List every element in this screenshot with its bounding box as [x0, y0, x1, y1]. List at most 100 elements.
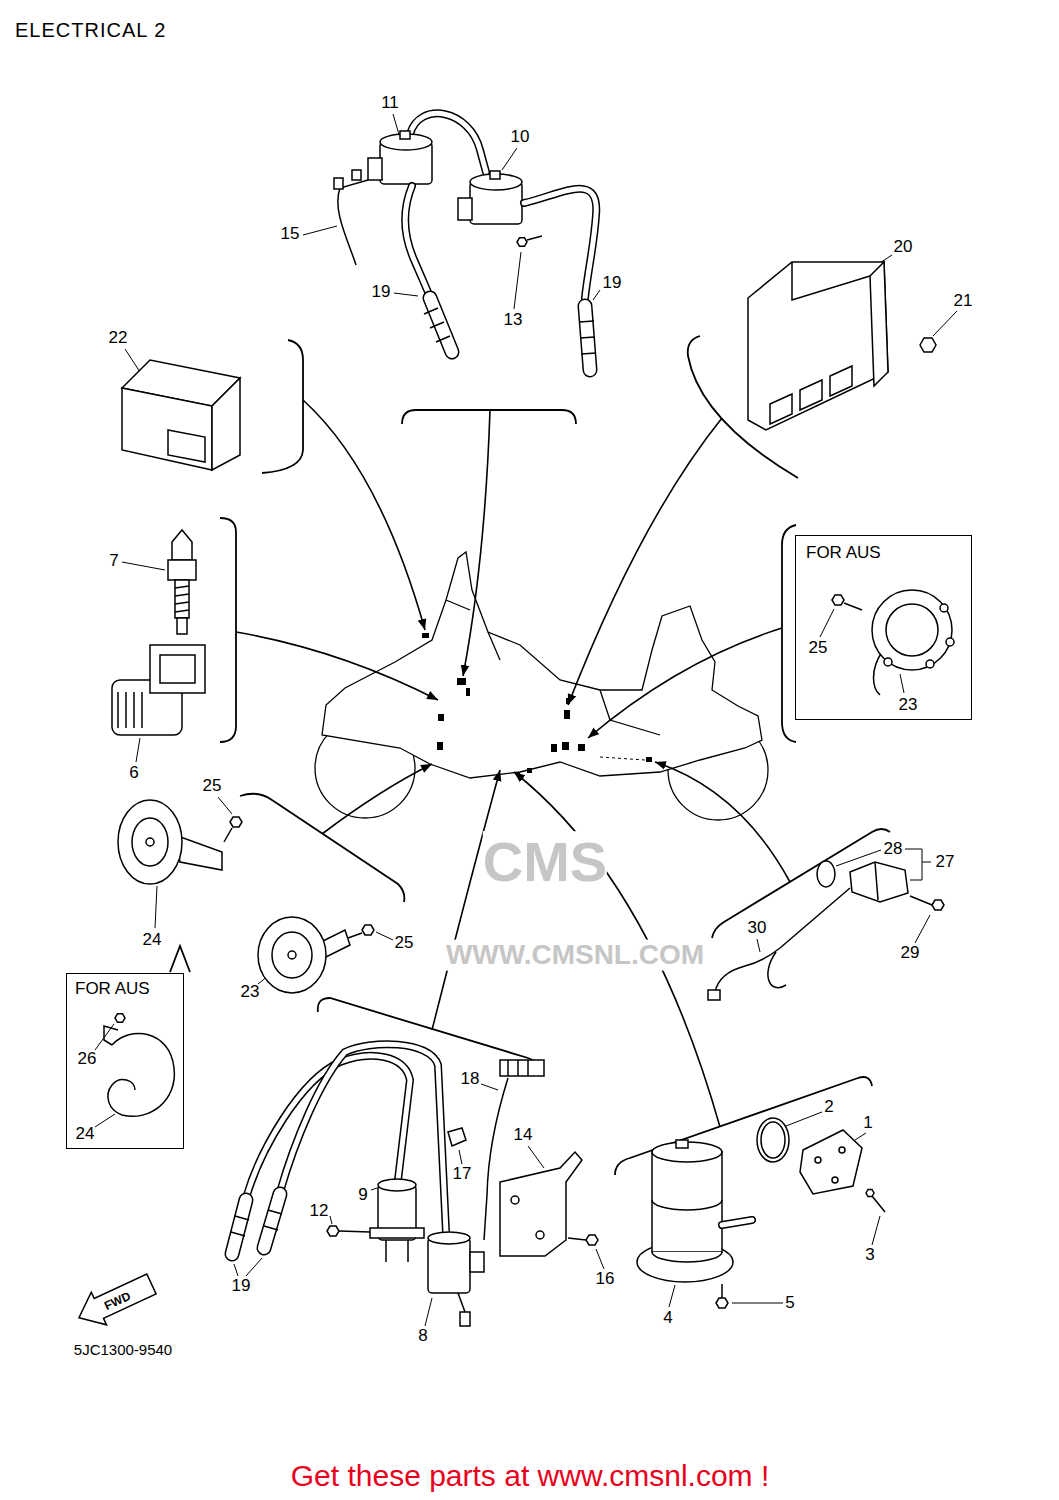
starter-relay	[721, 1284, 723, 1298]
horns	[288, 951, 296, 959]
direction-label-holder: FWD	[101, 1286, 133, 1314]
region-heading-holder: FOR AUS	[806, 544, 881, 563]
callout-number: 18	[461, 1070, 480, 1089]
location-marks	[437, 742, 443, 750]
group-brackets	[170, 946, 190, 972]
callout-number-holder: 19	[372, 283, 391, 302]
horns	[362, 925, 374, 935]
ignition-coils-lower	[232, 1200, 246, 1254]
callout-number-holder: 24	[143, 931, 162, 950]
ignition-coils-upper	[338, 180, 368, 265]
control-unit	[792, 262, 870, 300]
callout-leaders	[234, 1258, 262, 1276]
sensors	[150, 645, 205, 693]
diagram-code-holder: 5JC1300-9540	[74, 1341, 172, 1359]
region-heading-holder: FOR AUS	[75, 980, 150, 999]
direction-label: FWD	[103, 1290, 133, 1314]
callout-number-holder: 20	[894, 238, 913, 257]
starter-relay	[722, 1220, 752, 1225]
callout-number-holder: 1	[863, 1114, 872, 1133]
callout-leaders	[502, 148, 517, 170]
ignition-coils-upper	[400, 131, 410, 139]
group-brackets	[240, 794, 404, 902]
region-box: FOR AUS2624	[66, 973, 184, 1149]
leader-arrows	[236, 400, 790, 1127]
callout-leaders	[425, 1298, 432, 1326]
callout-number-holder: 7	[109, 552, 118, 571]
sensors	[175, 580, 189, 618]
location-marks	[457, 678, 466, 685]
callout-number: 2	[824, 1098, 833, 1117]
callout-number-holder: 5	[785, 1294, 794, 1313]
callout-number-holder: 25	[203, 777, 222, 796]
callout-number: 28	[884, 840, 903, 859]
ignition-coils-lower	[511, 1196, 519, 1204]
diagram-title-holder: ELECTRICAL 2	[15, 19, 166, 41]
callout-leaders	[900, 674, 904, 693]
control-unit	[920, 338, 936, 352]
horns	[132, 818, 168, 866]
forward-arrow	[71, 1268, 159, 1334]
callout-number: 24	[76, 1125, 95, 1144]
starter-relay	[652, 1252, 722, 1262]
leader-arrows	[588, 628, 782, 738]
ignition-coils-upper	[430, 298, 452, 352]
ignition-coils-lower	[458, 1293, 465, 1312]
ignition-coils-lower	[280, 1044, 446, 1232]
ignition-coils-upper	[579, 321, 596, 354]
ignition-coils-upper	[334, 178, 343, 189]
diagram-code: 5JC1300-9540	[74, 1342, 172, 1359]
leader-arrows	[322, 764, 432, 834]
callout-number-holder: 17	[453, 1165, 472, 1184]
ignition-coils-upper	[352, 170, 361, 180]
leader-arrows	[432, 770, 500, 1030]
callout-leaders	[125, 349, 140, 372]
location-marks	[422, 633, 652, 776]
ignition-coils-lower	[470, 1252, 484, 1272]
relay	[212, 378, 240, 470]
callout-leaders	[855, 1133, 866, 1140]
sensors	[118, 692, 142, 728]
group-brackets	[220, 518, 236, 742]
callout-number-holder: 11	[381, 94, 399, 113]
starter-relay	[716, 1298, 728, 1308]
ignition-coils-lower	[428, 1238, 470, 1293]
ignition-coils-upper	[405, 186, 428, 292]
callout-number-holder: 24	[76, 1125, 95, 1144]
speed-sensor	[715, 888, 850, 992]
callout-number: 25	[203, 777, 222, 796]
starter-relay	[722, 1220, 752, 1225]
control-unit	[870, 262, 888, 386]
callout-leaders	[136, 738, 140, 762]
callout-number-holder: 19	[603, 274, 622, 293]
callout-number: 24	[143, 931, 162, 950]
callout-number-holder: 30	[748, 919, 767, 938]
callout-number: 3	[865, 1246, 874, 1265]
callout-number-holder: 3	[865, 1246, 874, 1265]
relay	[168, 430, 205, 462]
callout-leaders	[122, 562, 165, 570]
control-unit	[800, 380, 822, 410]
location-marks	[646, 757, 652, 762]
callout-leaders	[669, 1285, 675, 1307]
motorcycle-silhouette	[315, 552, 768, 820]
callout-number-holder: 10	[511, 128, 530, 147]
callout-number: 22	[109, 329, 128, 348]
callout-number: 13	[504, 311, 523, 330]
callout-number-holder: 19	[232, 1277, 251, 1296]
callout-leaders	[905, 849, 931, 880]
callout-number-holder: 14	[514, 1126, 533, 1145]
relay	[122, 388, 212, 470]
speed-sensor	[875, 862, 878, 900]
callout-leaders	[732, 1303, 783, 1304]
callout-leaders	[514, 252, 521, 309]
callout-leaders	[376, 932, 393, 940]
callout-leaders	[786, 1112, 822, 1126]
callout-number-holder: 8	[418, 1327, 427, 1346]
horns	[884, 658, 892, 666]
horns	[272, 932, 312, 978]
watermark-holder: WWW.CMSNL.COM	[446, 940, 704, 971]
